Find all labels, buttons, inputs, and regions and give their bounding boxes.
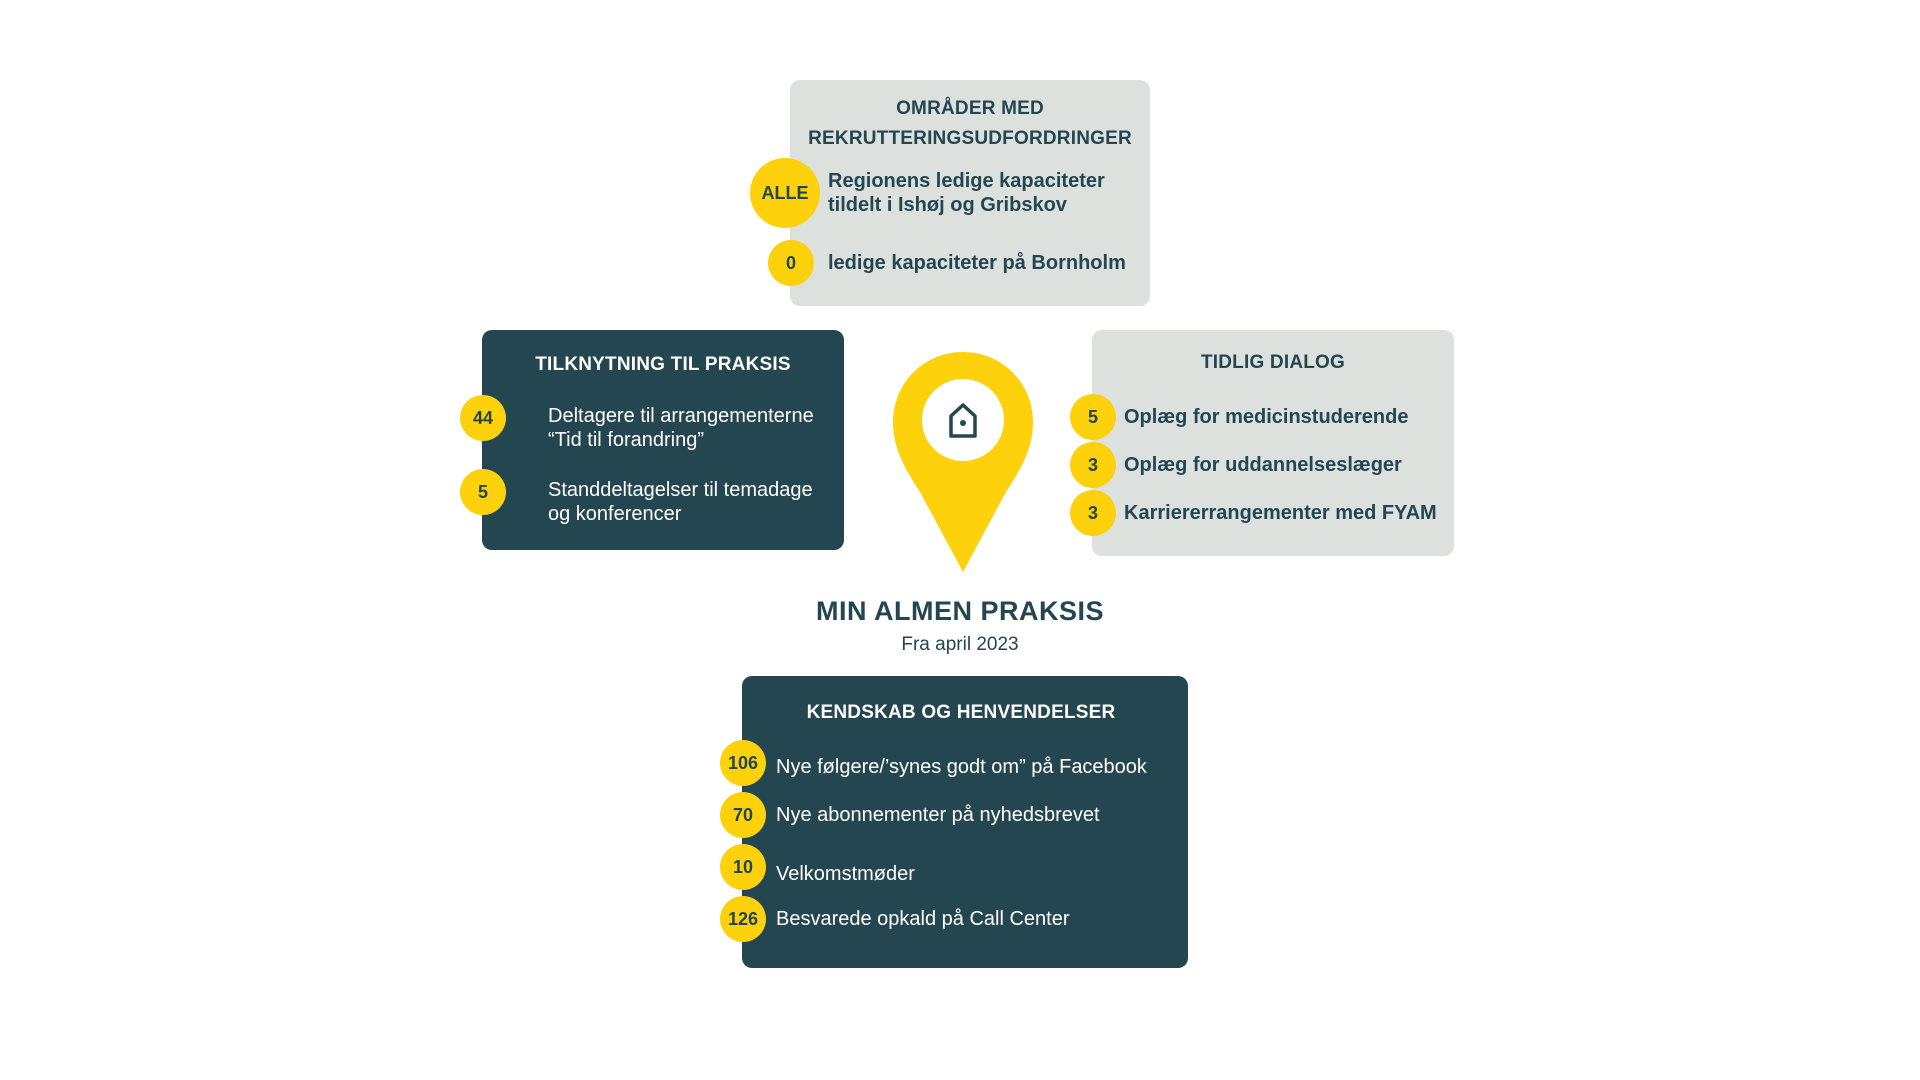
dialog-item-2: 3 Oplæg for uddannelseslæger (1070, 442, 1402, 488)
item-text: ledige kapaciteter på Bornholm (828, 252, 1126, 274)
awareness-item-4: 126 Besvarede opkald på Call Center (720, 896, 1070, 942)
dialog-item-3: 3 Karriererrangementer med FYAM (1070, 490, 1437, 536)
awareness-item-3: 10 Velkomstmøder (720, 844, 915, 890)
center-subtitle: Fra april 2023 (901, 634, 1019, 655)
awareness-card: KENDSKAB OG HENVENDELSER 106 Nye følgere… (720, 676, 1188, 968)
map-pin-house-icon (893, 352, 1033, 572)
value-badge: 3 (1070, 442, 1116, 488)
connection-item-2: 5 Standdeltagelser til temadage og konfe… (460, 458, 813, 526)
value-badge: 5 (460, 469, 506, 515)
recruitment-item-1: ALLE Regionens ledige kapaciteter tildel… (750, 158, 1105, 228)
item-text: Nye følgere/’synes godt om” på Facebook (776, 756, 1147, 778)
awareness-item-2: 70 Nye abonnementer på nyhedsbrevet (720, 792, 1100, 838)
item-text: Oplæg for medicinstuderende (1124, 406, 1409, 428)
recruitment-card-title: OMRÅDER MED REKRUTTERINGSUDFORDRINGER (808, 98, 1132, 149)
item-text: Nye abonnementer på nyhedsbrevet (776, 804, 1100, 826)
dialog-item-1: 5 Oplæg for medicinstuderende (1070, 394, 1408, 440)
recruitment-item-2: 0 ledige kapaciteter på Bornholm (768, 240, 1126, 286)
item-text: Oplæg for uddannelseslæger (1124, 454, 1402, 476)
center-title: MIN ALMEN PRAKSIS (815, 596, 1104, 626)
value-badge: 3 (1070, 490, 1116, 536)
item-text: Velkomstmøder (776, 863, 915, 885)
item-text: Standdeltagelser til temadage og konfere… (548, 479, 813, 525)
value-badge: 10 (720, 844, 766, 890)
dialog-card-title: TIDLIG DIALOG (1200, 352, 1346, 373)
recruitment-card: OMRÅDER MED REKRUTTERINGSUDFORDRINGER AL… (750, 80, 1150, 306)
item-text: Deltagere til arrangementerne “Tid til f… (548, 405, 814, 451)
value-badge: 70 (720, 792, 766, 838)
value-badge: 106 (720, 740, 766, 786)
item-text: Karriererrangementer med FYAM (1124, 502, 1437, 524)
value-badge: 44 (460, 395, 506, 441)
awareness-item-1: 106 Nye følgere/’synes godt om” på Faceb… (720, 740, 1147, 786)
value-badge: 0 (768, 240, 814, 286)
dialog-card: TIDLIG DIALOG 5 Oplæg for medicinstudere… (1070, 330, 1454, 556)
value-badge: ALLE (750, 158, 820, 228)
connection-card-title: TILKNYTNING TIL PRAKSIS (535, 354, 791, 375)
item-text: Regionens ledige kapaciteter tildelt i I… (828, 170, 1105, 216)
item-text: Besvarede opkald på Call Center (776, 908, 1070, 930)
value-badge: 5 (1070, 394, 1116, 440)
connection-card: TILKNYTNING TIL PRAKSIS 44 Deltagere til… (460, 330, 844, 550)
awareness-card-title: KENDSKAB OG HENVENDELSER (806, 702, 1116, 723)
value-badge: 126 (720, 896, 766, 942)
connection-item-1: 44 Deltagere til arrangementerne “Tid ti… (460, 384, 814, 452)
